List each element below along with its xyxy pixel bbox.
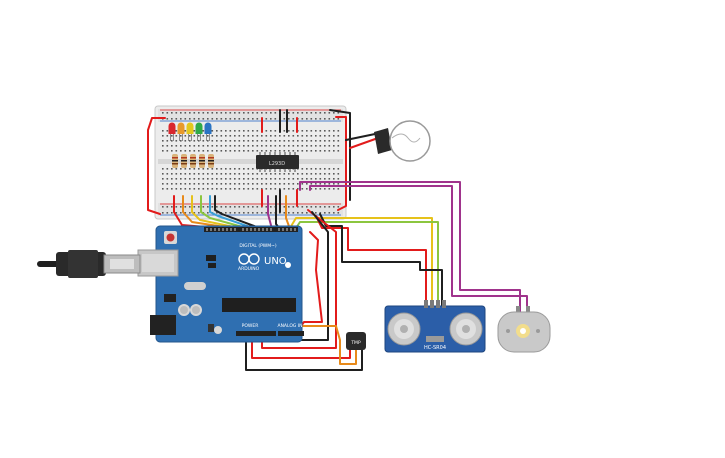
wire-red xyxy=(349,137,379,149)
wire-blue xyxy=(209,195,257,230)
wire-green xyxy=(200,195,251,230)
sonar-label: HC-SR04 xyxy=(424,345,446,351)
resistor-group xyxy=(172,154,214,168)
l293d-chip[interactable]: L293D xyxy=(256,152,299,172)
usb-cable-icon xyxy=(37,250,141,278)
wire-red xyxy=(335,116,347,211)
temp-sensor-label: TMP xyxy=(350,340,361,346)
power-header-label: POWER xyxy=(242,323,259,329)
dc-motor-icon[interactable] xyxy=(497,306,551,353)
wire-purple xyxy=(299,181,521,313)
temperature-sensor-icon[interactable]: TMP xyxy=(346,332,366,350)
resistor xyxy=(190,154,196,168)
wire-purple xyxy=(309,185,528,313)
wire-black xyxy=(345,133,376,141)
wire-group xyxy=(147,109,528,371)
led-icon xyxy=(177,122,185,141)
chip-label: L293D xyxy=(269,161,285,167)
wire-purple xyxy=(267,195,273,230)
wire-black xyxy=(329,109,351,201)
led-icon xyxy=(168,122,176,141)
led-icon xyxy=(204,122,212,141)
wire-red xyxy=(297,231,323,331)
analog-header-label: ANALOG IN xyxy=(277,323,302,329)
breadboard-holes xyxy=(162,112,340,214)
wire-black xyxy=(214,195,263,230)
wire-red xyxy=(315,215,427,307)
wire-black xyxy=(245,329,363,371)
resistor xyxy=(199,154,205,168)
digital-header-label: DIGITAL (PWM~) xyxy=(239,243,277,249)
wire-orange xyxy=(285,195,291,230)
reset-button[interactable] xyxy=(166,233,175,242)
arduino-model: UNO xyxy=(264,256,287,267)
wire-yellow xyxy=(191,195,245,230)
light-bulb-icon[interactable] xyxy=(374,120,431,162)
led-group xyxy=(168,122,212,141)
arduino-brand: ARDUINO xyxy=(238,266,260,272)
ultrasonic-sensor[interactable]: HC-SR04 xyxy=(384,300,486,353)
wire-yellow xyxy=(289,217,433,307)
arduino-uno[interactable]: DIGITAL (PWM~) ARDUINO UNO POWER A xyxy=(137,225,304,343)
power-jack xyxy=(150,315,176,335)
wire-red xyxy=(147,117,166,215)
wire-red xyxy=(251,329,351,359)
led-icon xyxy=(195,122,203,141)
resistor xyxy=(181,154,187,168)
wire-green xyxy=(295,221,439,307)
resistor xyxy=(208,154,214,168)
resistor xyxy=(172,154,178,168)
led-icon xyxy=(186,122,194,141)
microcontroller-chip xyxy=(222,298,296,312)
